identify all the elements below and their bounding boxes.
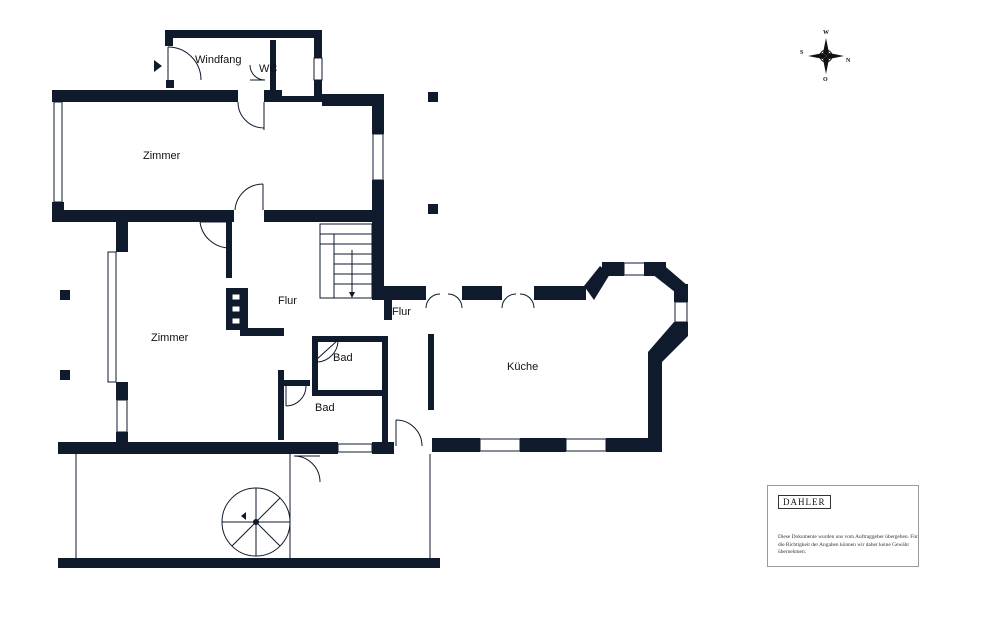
bath-upper-door[interactable] bbox=[315, 339, 339, 363]
label-zimmer-left: Zimmer bbox=[151, 332, 189, 344]
terrace-door[interactable] bbox=[293, 455, 321, 483]
compass-west: W bbox=[823, 30, 829, 36]
entrance-arrow bbox=[154, 60, 162, 72]
flur-door-left[interactable] bbox=[199, 221, 232, 249]
kitchen-door-2[interactable] bbox=[501, 293, 535, 309]
upper-room-walls bbox=[52, 90, 384, 222]
kitchen-door-bottom[interactable] bbox=[395, 419, 423, 447]
label-windfang: Windfang bbox=[195, 54, 241, 66]
compass-south: S bbox=[800, 50, 804, 56]
spiral-staircase bbox=[221, 487, 291, 557]
label-zimmer-top: Zimmer bbox=[143, 150, 181, 162]
entrance-door[interactable] bbox=[167, 46, 202, 81]
label-flur-main: Flur bbox=[278, 295, 297, 307]
bath-walls bbox=[280, 336, 388, 446]
label-kueche: Küche bbox=[507, 361, 538, 373]
label-wc: WC bbox=[259, 63, 277, 75]
pillars bbox=[60, 92, 438, 380]
upper-room-door[interactable] bbox=[237, 101, 265, 130]
kitchen-door-1[interactable] bbox=[425, 293, 463, 309]
staircase bbox=[319, 223, 373, 299]
compass-east: O bbox=[823, 77, 828, 83]
compass-north: N bbox=[846, 58, 851, 64]
disclaimer-text: Diese Dokumente wurden uns vom Auftragge… bbox=[778, 534, 918, 555]
disclaimer-box: DAHLER Diese Dokumente wurden uns vom Au… bbox=[767, 485, 919, 567]
wc-door[interactable] bbox=[249, 64, 266, 81]
label-bad-upper: Bad bbox=[333, 352, 353, 364]
kitchen-walls bbox=[384, 262, 688, 452]
label-flur-small: Flur bbox=[392, 306, 411, 318]
bath-lower-door[interactable] bbox=[285, 384, 307, 407]
entrance-walls bbox=[165, 30, 323, 102]
upper-room-door-bottom[interactable] bbox=[234, 183, 264, 211]
brand-logo: DAHLER bbox=[778, 495, 831, 509]
compass-icon: W S N O bbox=[800, 30, 851, 83]
label-bad-lower: Bad bbox=[315, 402, 335, 414]
bottom-walls bbox=[58, 442, 440, 568]
